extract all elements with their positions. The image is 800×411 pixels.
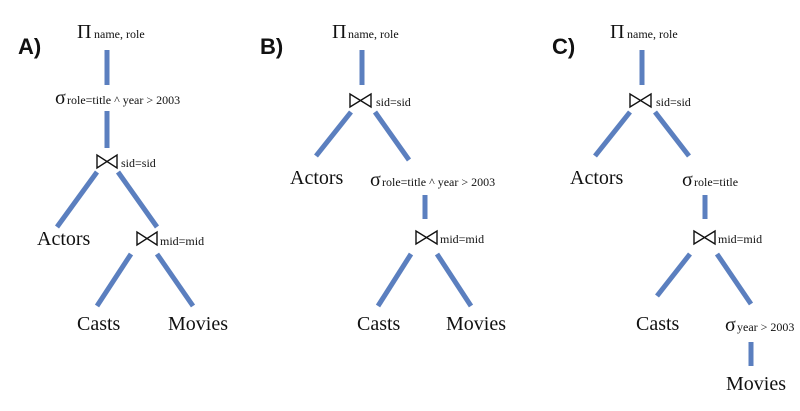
projection-node-c: Π name, role: [610, 21, 678, 43]
projection-attributes: name, role: [627, 27, 678, 41]
plan-b: B) Π name, role sid=sid Actors σ role=ti…: [260, 21, 506, 335]
relation-actors: Actors: [37, 228, 91, 250]
panel-label-c: C): [552, 34, 575, 59]
edge: [714, 252, 754, 306]
edge: [54, 170, 100, 229]
selection-node-a: σ role=title ^ year > 2003: [55, 87, 180, 109]
selection-condition: role=title ^ year > 2003: [382, 175, 495, 189]
join-condition: sid=sid: [376, 95, 411, 109]
projection-symbol: Π: [610, 21, 624, 43]
projection-attributes: name, role: [94, 27, 145, 41]
edge: [434, 252, 474, 308]
selection-node-b: σ role=title ^ year > 2003: [370, 169, 495, 191]
edge: [593, 110, 632, 158]
edge: [115, 170, 160, 229]
relation-casts: Casts: [636, 313, 680, 335]
selection-node-c-year: σ year > 2003: [725, 314, 794, 336]
edge: [653, 110, 691, 158]
selection-condition: role=title: [694, 175, 738, 189]
relation-movies: Movies: [726, 373, 786, 395]
join-condition: mid=mid: [160, 234, 204, 248]
relation-movies: Movies: [168, 313, 228, 335]
join-condition: sid=sid: [121, 156, 156, 170]
selection-node-c-role: σ role=title: [682, 169, 738, 191]
relation-movies: Movies: [446, 313, 506, 335]
relation-casts: Casts: [357, 313, 401, 335]
projection-symbol: Π: [332, 21, 346, 43]
projection-symbol: Π: [77, 21, 91, 43]
panel-label-a: A): [18, 34, 41, 59]
join-symbol: [629, 92, 652, 109]
relation-actors: Actors: [290, 167, 344, 189]
selection-condition: role=title ^ year > 2003: [67, 93, 180, 107]
selection-symbol: σ: [370, 169, 381, 191]
plan-c: C) Π name, role sid=sid Actors σ role=ti…: [552, 21, 794, 395]
join-node-b-bottom: mid=mid: [415, 229, 484, 246]
join-symbol: [349, 92, 372, 109]
relation-actors: Actors: [570, 167, 624, 189]
join-node-c-bottom: mid=mid: [693, 229, 762, 246]
selection-symbol: σ: [55, 87, 66, 109]
projection-attributes: name, role: [348, 27, 399, 41]
edge: [375, 252, 414, 308]
edge: [94, 252, 134, 308]
projection-node-b: Π name, role: [332, 21, 399, 43]
join-symbol: [415, 229, 438, 246]
join-node-a-top: sid=sid: [96, 153, 156, 170]
edge: [655, 252, 692, 298]
selection-symbol: σ: [725, 314, 736, 336]
projection-node-a: Π name, role: [77, 21, 145, 43]
join-symbol: [693, 229, 716, 246]
edge: [372, 110, 412, 162]
selection-symbol: σ: [682, 169, 693, 191]
join-node-a-bottom: mid=mid: [136, 230, 204, 248]
panel-label-b: B): [260, 34, 283, 59]
plan-a: A) Π name, role σ role=title ^ year > 20…: [18, 21, 228, 335]
join-symbol: [136, 230, 158, 247]
join-condition: mid=mid: [718, 232, 762, 246]
join-condition: mid=mid: [440, 232, 484, 246]
edge: [314, 110, 353, 158]
join-symbol: [96, 153, 118, 170]
relation-casts: Casts: [77, 313, 121, 335]
join-node-b-top: sid=sid: [349, 92, 411, 109]
selection-condition: year > 2003: [737, 320, 794, 334]
join-node-c-top: sid=sid: [629, 92, 691, 109]
edge: [154, 252, 196, 308]
join-condition: sid=sid: [656, 95, 691, 109]
